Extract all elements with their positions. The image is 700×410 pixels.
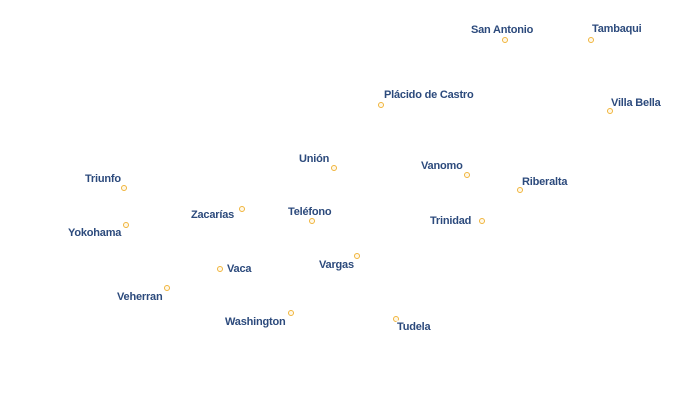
place-label: Teléfono bbox=[288, 206, 332, 218]
place-label: Washington bbox=[225, 316, 286, 328]
place-marker[interactable] bbox=[121, 185, 127, 191]
place-marker[interactable] bbox=[239, 206, 245, 212]
place-label: Vaca bbox=[227, 263, 252, 275]
place-label: Riberalta bbox=[522, 176, 568, 188]
place-label: Plácido de Castro bbox=[384, 89, 474, 101]
place-marker[interactable] bbox=[607, 108, 613, 114]
place-marker[interactable] bbox=[588, 37, 594, 43]
place-label: Villa Bella bbox=[611, 97, 661, 109]
place-marker[interactable] bbox=[354, 253, 360, 259]
place-marker[interactable] bbox=[309, 218, 315, 224]
place-marker[interactable] bbox=[479, 218, 485, 224]
place-label: San Antonio bbox=[471, 24, 534, 36]
place-marker[interactable] bbox=[217, 266, 223, 272]
place-marker[interactable] bbox=[502, 37, 508, 43]
place-label: Vargas bbox=[319, 259, 354, 271]
place-marker[interactable] bbox=[164, 285, 170, 291]
place-marker[interactable] bbox=[517, 187, 523, 193]
place-marker[interactable] bbox=[123, 222, 129, 228]
place-label: Vanomo bbox=[421, 160, 463, 172]
place-label: Zacarías bbox=[191, 209, 235, 221]
place-label: Tambaqui bbox=[592, 23, 642, 35]
place-marker[interactable] bbox=[464, 172, 470, 178]
place-label: Unión bbox=[299, 153, 330, 165]
place-marker[interactable] bbox=[378, 102, 384, 108]
place-label: Triunfo bbox=[85, 173, 121, 185]
place-label: Tudela bbox=[397, 321, 431, 333]
place-label: Yokohama bbox=[68, 227, 122, 239]
place-marker[interactable] bbox=[393, 316, 399, 322]
place-marker[interactable] bbox=[331, 165, 337, 171]
place-label: Veherran bbox=[117, 291, 163, 303]
place-label: Trinidad bbox=[430, 215, 472, 227]
place-marker[interactable] bbox=[288, 310, 294, 316]
